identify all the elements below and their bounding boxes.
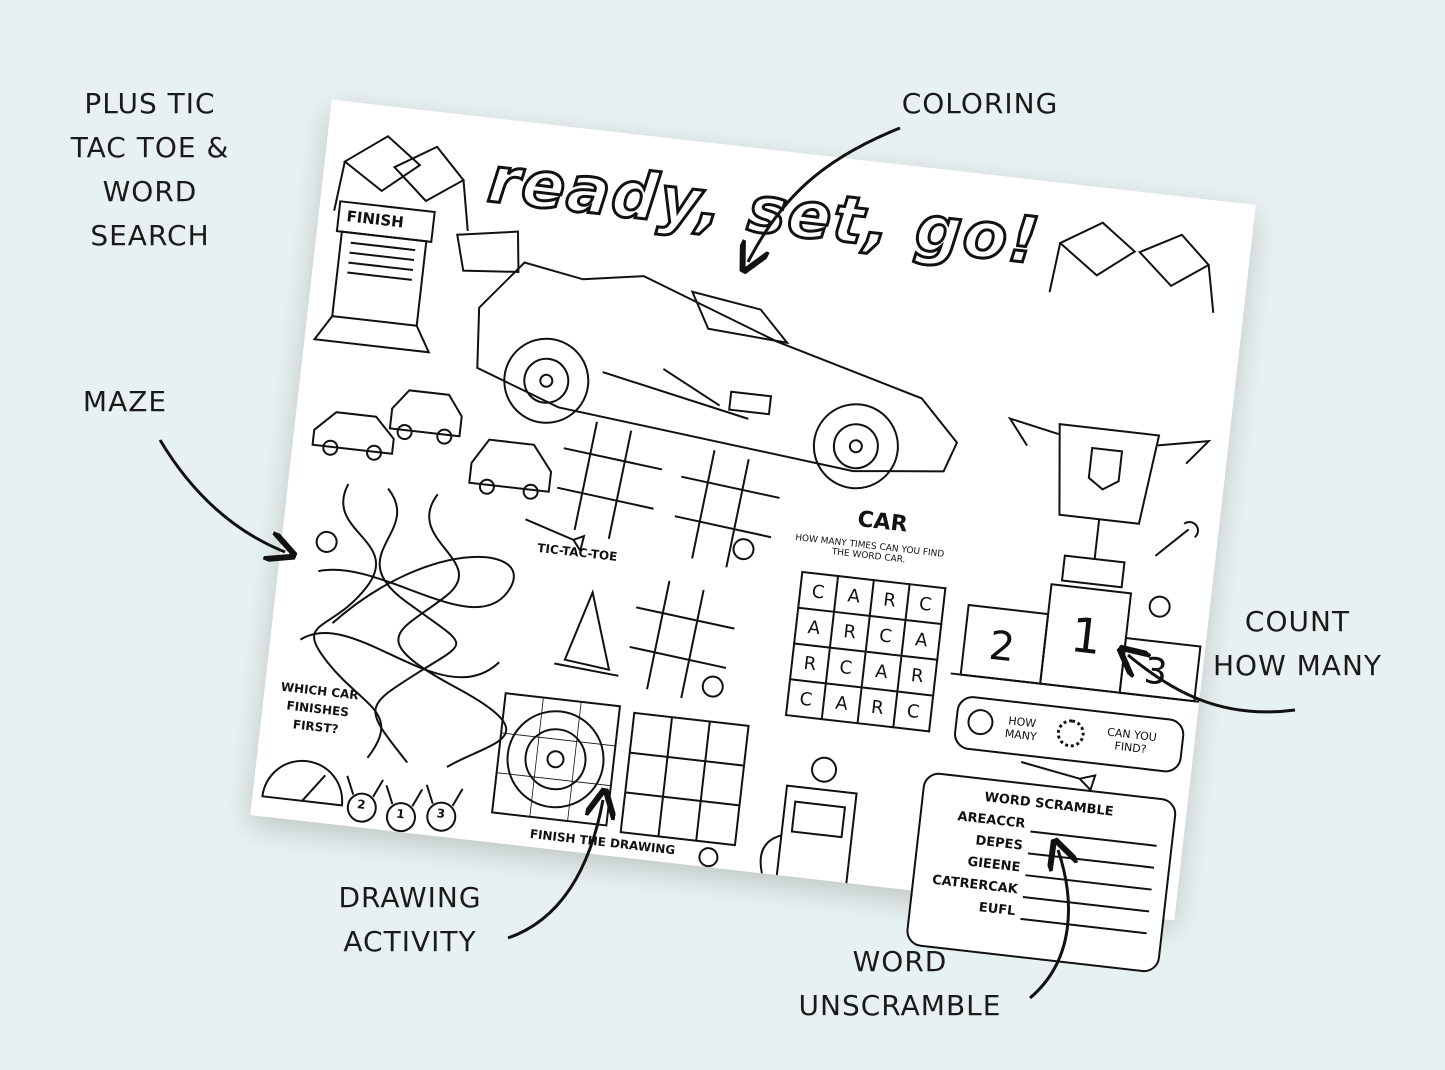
callout-line: WORD xyxy=(852,945,948,978)
letter-cell: A xyxy=(794,607,834,648)
tic-tac-toe-grid xyxy=(674,450,780,568)
gas-pump-icon xyxy=(759,756,858,895)
tic-tac-toe-grid xyxy=(557,421,663,540)
sheet-illustrations xyxy=(261,135,1215,895)
callout-line: MAZE xyxy=(82,385,168,418)
gear-icon xyxy=(315,530,338,553)
medal-label: 2 xyxy=(356,797,367,812)
gear-icon xyxy=(1055,717,1087,749)
letter-cell: A xyxy=(833,576,874,616)
maze-illustration xyxy=(299,483,515,768)
callout-line: TAC TOE & xyxy=(70,131,230,164)
arrow-maze xyxy=(158,439,285,552)
gear-icon xyxy=(1148,595,1171,618)
count-right-text: CAN YOU FIND? xyxy=(1106,725,1158,757)
letter-cell: A xyxy=(901,619,942,660)
count-left-text: HOW MANY xyxy=(1004,714,1038,744)
gear-icon xyxy=(701,675,724,698)
scrambled-word: EUFL xyxy=(977,900,1017,920)
tire-drawing xyxy=(490,692,622,827)
medal-icon xyxy=(346,775,384,823)
checkered-flag-icon xyxy=(333,135,469,231)
callout-word-unscramble: WORD UNSCRAMBLE xyxy=(790,940,1010,1028)
screwdriver-icon xyxy=(1020,761,1097,792)
letter-cell: C xyxy=(798,571,839,612)
letter-cell: R xyxy=(790,643,830,684)
medal-label: 1 xyxy=(395,806,406,822)
small-car-icon xyxy=(311,411,395,461)
callout-line: PLUS TIC xyxy=(84,87,216,120)
checkered-flag-icon xyxy=(1048,221,1215,313)
letter-cell: C xyxy=(893,691,934,732)
callout-line: DRAWING xyxy=(338,881,482,914)
letter-cell: C xyxy=(865,615,906,656)
callout-line: HOW MANY xyxy=(1212,649,1383,682)
maze-question: WHICH CAR FINISHES FIRST? xyxy=(270,677,366,741)
drawing-grid xyxy=(619,711,750,847)
letter-cell: C xyxy=(825,647,866,688)
letter-cell: C xyxy=(905,584,946,625)
callout-line: COLORING xyxy=(901,87,1059,120)
magnifier-icon xyxy=(966,707,995,737)
callout-coloring: COLORING xyxy=(880,82,1080,126)
wrench-icon xyxy=(1154,521,1199,557)
word-search-grid: C A R C A R C A R C A R C A R C xyxy=(785,571,947,733)
letter-cell: R xyxy=(869,580,910,620)
word-scramble-box: WORD SCRAMBLE AREACCR DEPES GIEENE CATRE… xyxy=(904,771,1178,974)
letter-cell: A xyxy=(821,683,862,724)
callout-line: WORD xyxy=(102,175,198,208)
callout-line: UNSCRAMBLE xyxy=(798,989,1002,1022)
traffic-cone-icon xyxy=(554,589,619,677)
letter-cell: A xyxy=(861,651,902,692)
gear-icon xyxy=(732,538,755,561)
callout-plus-tic-tac-toe: PLUS TIC TAC TOE & WORD SEARCH xyxy=(50,82,250,258)
callout-line: ACTIVITY xyxy=(343,925,477,958)
callout-drawing-activity: DRAWING ACTIVITY xyxy=(320,876,500,964)
letter-cell: R xyxy=(897,655,938,696)
screwdriver-icon xyxy=(525,518,586,554)
small-car-icon xyxy=(388,389,463,445)
callout-count-how-many: COUNT HOW MANY xyxy=(1190,600,1405,688)
finish-gate-icon xyxy=(312,200,436,354)
callout-line: COUNT xyxy=(1244,605,1351,638)
speedometer-icon xyxy=(261,759,344,807)
letter-cell: C xyxy=(785,679,826,720)
callout-maze: MAZE xyxy=(70,380,180,424)
callout-line: SEARCH xyxy=(90,219,210,252)
race-car-illustration xyxy=(456,230,959,490)
medal-icon xyxy=(385,784,424,833)
podium-number: 1 xyxy=(1067,606,1105,667)
nut-icon xyxy=(698,847,719,868)
small-car-icon xyxy=(468,438,553,500)
letter-cell: R xyxy=(829,611,870,652)
letter-cell: R xyxy=(857,687,898,728)
podium-number: 2 xyxy=(986,622,1018,672)
tic-tac-toe-grid xyxy=(629,580,735,699)
medal-icon xyxy=(425,784,464,832)
podium-number: 3 xyxy=(1141,650,1170,694)
medal-label: 3 xyxy=(435,806,446,822)
trophy-icon xyxy=(1007,416,1212,589)
activity-sheet: ready, set, go! FINISH TIC-TAC-TOE WHICH… xyxy=(250,99,1256,974)
